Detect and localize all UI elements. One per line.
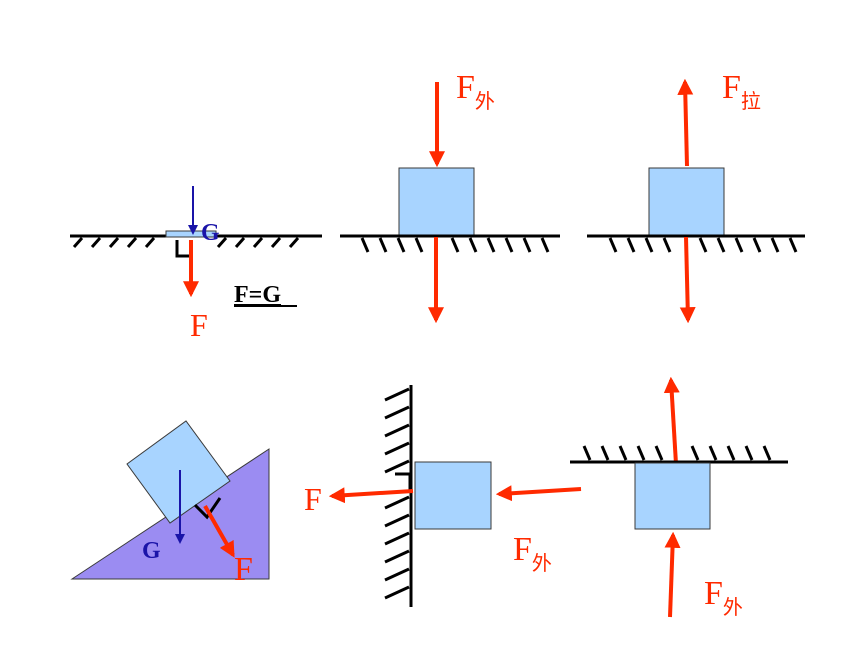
- block: [126, 420, 231, 524]
- ground-hatching: [360, 237, 550, 253]
- pressure-label: F: [190, 307, 208, 343]
- applied-force-label: F外: [513, 531, 552, 575]
- pressure-label: F: [304, 481, 322, 517]
- pull-force-label: F拉: [722, 69, 761, 113]
- block: [398, 167, 475, 236]
- panel-ceiling-block: F外: [570, 376, 788, 619]
- block: [414, 461, 492, 530]
- block: [648, 167, 725, 236]
- ceiling-surface: [570, 445, 788, 464]
- pressure-arrow: [679, 236, 696, 324]
- panel-pulled-block: F拉: [587, 69, 805, 324]
- pressure-arrow: [663, 376, 680, 465]
- pull-force-arrow: [677, 78, 694, 167]
- ceiling-hatching: [582, 445, 772, 461]
- ground-surface: [340, 234, 560, 253]
- wall-surface: [384, 385, 413, 607]
- wall-hatching: [384, 387, 410, 600]
- pressure-label: F: [234, 551, 253, 588]
- panel-incline-block: G F: [70, 420, 270, 588]
- panel-thin-plate: G F F=G: [70, 186, 322, 343]
- pressure-arrow: [203, 505, 235, 558]
- ground-hatching: [608, 237, 798, 253]
- applied-force-arrow: [495, 485, 582, 502]
- right-angle-marker: [193, 497, 222, 520]
- pressure-arrow: [328, 487, 414, 504]
- ground-hatching: [72, 237, 300, 248]
- gravity-label: G: [201, 220, 220, 246]
- right-angle-marker: [395, 472, 412, 490]
- right-angle-marker: [175, 240, 193, 258]
- block: [634, 462, 711, 530]
- panel-wall-block: F F外: [304, 385, 582, 607]
- applied-force-arrow: [664, 531, 681, 618]
- applied-force-label: F外: [456, 69, 495, 113]
- gravity-label: G: [142, 538, 161, 564]
- equation-label: F=G: [234, 282, 281, 308]
- ground-surface: [70, 234, 322, 248]
- ground-surface: [587, 234, 805, 253]
- applied-force-label: F外: [704, 575, 743, 619]
- panel-pressed-block: F外: [340, 69, 560, 324]
